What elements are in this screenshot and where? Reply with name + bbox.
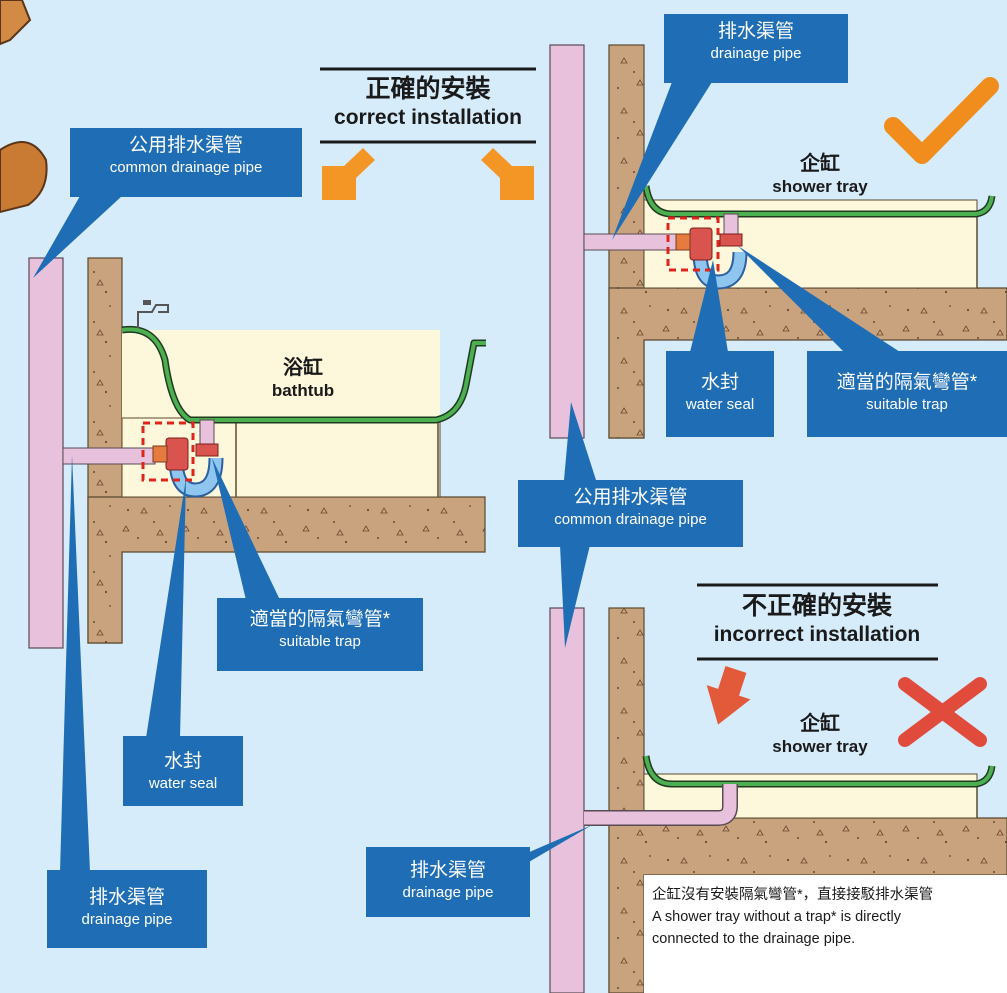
incorrect-installation-heading: 不正確的安裝 incorrect installation xyxy=(694,591,940,647)
shower-tray-correct-en: shower tray xyxy=(772,177,868,196)
common-drainage-pipe-label-left: 公用排水渠管 common drainage pipe xyxy=(70,128,302,197)
check-mark-icon xyxy=(884,77,999,164)
arrow-down-red-icon xyxy=(706,666,751,725)
drainage-pipe-label-top: 排水渠管 drainage pipe xyxy=(664,14,848,83)
water-seal-label-left: 水封 water seal xyxy=(123,736,243,806)
bathtub-diagram xyxy=(28,257,486,649)
incorrect-heading-en: incorrect installation xyxy=(713,623,921,646)
label-zh: 適當的隔氣彎管* xyxy=(249,609,391,630)
shower-tray-incorrect-en: shower tray xyxy=(772,737,868,756)
incorrect-installation-diagram xyxy=(549,607,1007,993)
correct-installation-heading: 正確的安裝 correct installation xyxy=(318,74,538,130)
incorrect-heading-zh: 不正確的安裝 xyxy=(741,592,892,620)
label-en: drainage pipe xyxy=(402,884,494,901)
label-en: suitable trap xyxy=(866,396,948,413)
drainage-pipe-label-bottom: 排水渠管 drainage pipe xyxy=(366,847,530,917)
label-zh: 公用排水渠管 xyxy=(128,135,243,156)
label-zh: 排水渠管 xyxy=(409,860,486,881)
label-en: water seal xyxy=(148,775,218,792)
correct-heading-en: correct installation xyxy=(334,106,522,129)
label-zh: 排水渠管 xyxy=(88,887,165,908)
hand-illustration xyxy=(0,0,48,214)
label-en: common drainage pipe xyxy=(109,159,263,176)
shower-tray-incorrect-zh: 企缸 xyxy=(800,713,840,735)
correct-heading-zh: 正確的安裝 xyxy=(365,75,491,103)
shower-tray-title-correct: 企缸 shower tray xyxy=(745,152,895,197)
shower-tray-title-incorrect: 企缸 shower tray xyxy=(745,712,895,757)
label-zh: 水封 xyxy=(700,372,739,393)
label-zh: 排水渠管 xyxy=(717,21,794,42)
common-drainage-pipe-label-right: 公用排水渠管 common drainage pipe xyxy=(518,480,743,547)
label-zh: 水封 xyxy=(163,751,202,772)
note-en-line2: connected to the drainage pipe. xyxy=(652,931,856,947)
water-seal-label-right: 水封 water seal xyxy=(666,351,774,437)
note-en-line1: A shower tray without a trap* is directl… xyxy=(652,909,902,925)
label-en: suitable trap xyxy=(279,633,361,650)
label-en: drainage pipe xyxy=(710,45,802,62)
arrow-down-right-icon xyxy=(481,148,534,200)
bathtub-title-en: bathtub xyxy=(271,381,335,400)
drainage-pipe-label-left: 排水渠管 drainage pipe xyxy=(47,870,207,948)
suitable-trap-label-left: 適當的隔氣彎管* suitable trap xyxy=(217,598,423,671)
label-zh: 公用排水渠管 xyxy=(573,487,688,508)
label-zh: 適當的隔氣彎管* xyxy=(836,372,978,393)
arrow-down-left-icon xyxy=(322,148,375,200)
label-en: water seal xyxy=(685,396,755,413)
note-zh: 企缸沒有安裝隔氣彎管*，直接接駁排水渠管 xyxy=(652,887,934,903)
label-en: drainage pipe xyxy=(81,911,173,928)
incorrect-installation-note: 企缸沒有安裝隔氣彎管*，直接接駁排水渠管 A shower tray witho… xyxy=(652,884,1004,950)
cross-mark-icon xyxy=(898,677,987,747)
shower-tray-correct-zh: 企缸 xyxy=(800,153,840,175)
bathtub-title-zh: 浴缸 xyxy=(283,357,323,379)
suitable-trap-label-right: 適當的隔氣彎管* suitable trap xyxy=(807,351,1007,437)
label-en: common drainage pipe xyxy=(554,511,707,528)
bathtub-title: 浴缸 bathtub xyxy=(248,356,358,401)
